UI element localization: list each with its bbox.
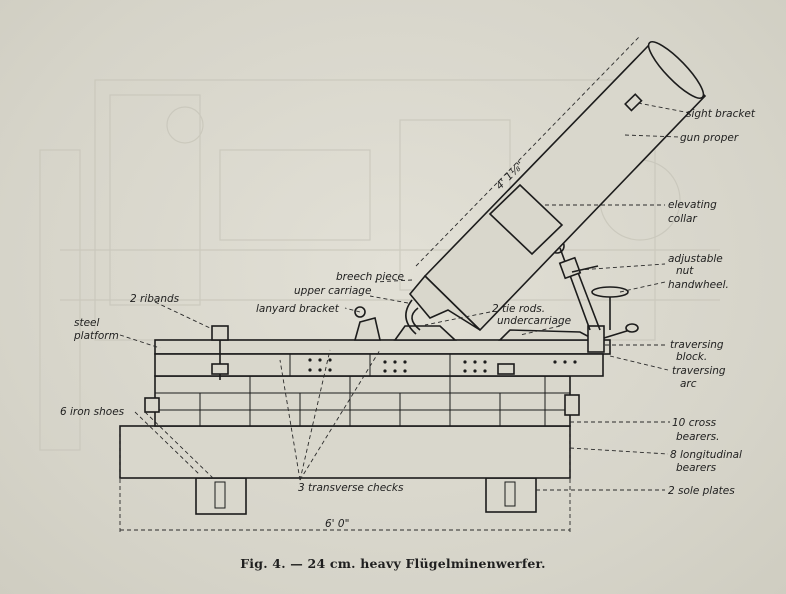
label-iron-shoes: 6 iron shoes xyxy=(60,406,125,418)
elevating-gear xyxy=(549,238,629,331)
upper-carriage xyxy=(353,306,596,341)
label-sole-plates: 2 sole plates xyxy=(668,485,735,497)
label-cross-bearers-2: bearers. xyxy=(676,431,719,443)
width-dimension: 6' 0" xyxy=(119,430,571,535)
sole-plates xyxy=(195,477,537,515)
label-transverse-checks: 3 transverse checks xyxy=(298,482,404,494)
part-labels: sight bracket gun proper elevating colla… xyxy=(60,108,756,497)
label-steel: steel xyxy=(74,317,100,329)
label-handwheel: handwheel. xyxy=(668,279,729,291)
label-lanyard-bracket: lanyard bracket xyxy=(256,303,340,315)
label-platform: platform xyxy=(73,330,119,342)
label-longitudinal-1: 8 longitudinal xyxy=(670,449,742,461)
label-nut: nut xyxy=(676,265,694,277)
figure-caption: Fig. 4. — 24 cm. heavy Flügelminenwerfer… xyxy=(240,556,546,571)
label-traversing-block: traversing xyxy=(670,339,724,351)
label-tie-rods: 2 tie rods. xyxy=(492,303,545,315)
label-adjustable: adjustable xyxy=(668,253,723,265)
width-dimension-label: 6' 0" xyxy=(325,518,349,530)
label-breech-piece: breech piece xyxy=(336,271,404,283)
leader-lines xyxy=(119,102,691,491)
platform-rivets xyxy=(308,358,577,373)
steel-platform xyxy=(154,325,611,380)
traversing-gear xyxy=(587,323,639,353)
platform-bolts xyxy=(211,325,515,380)
label-gun-proper: gun proper xyxy=(680,132,739,144)
label-undercarriage: undercarriage xyxy=(497,315,571,327)
label-longitudinal-2: bearers xyxy=(676,462,717,474)
label-two-ribands: 2 ribands xyxy=(130,293,180,305)
gun-barrel xyxy=(405,40,707,335)
label-collar: collar xyxy=(668,213,697,225)
label-arc: arc xyxy=(680,378,697,390)
cross-bearers xyxy=(144,375,580,427)
label-traversing-arc: traversing xyxy=(672,365,726,377)
label-sight-bracket: sight bracket xyxy=(686,108,756,120)
label-upper-carriage: upper carriage xyxy=(294,285,371,297)
label-cross-bearers-1: 10 cross xyxy=(672,417,717,429)
label-block: block. xyxy=(676,351,707,363)
label-elevating: elevating xyxy=(668,199,717,211)
longitudinal-bearers xyxy=(119,425,571,479)
